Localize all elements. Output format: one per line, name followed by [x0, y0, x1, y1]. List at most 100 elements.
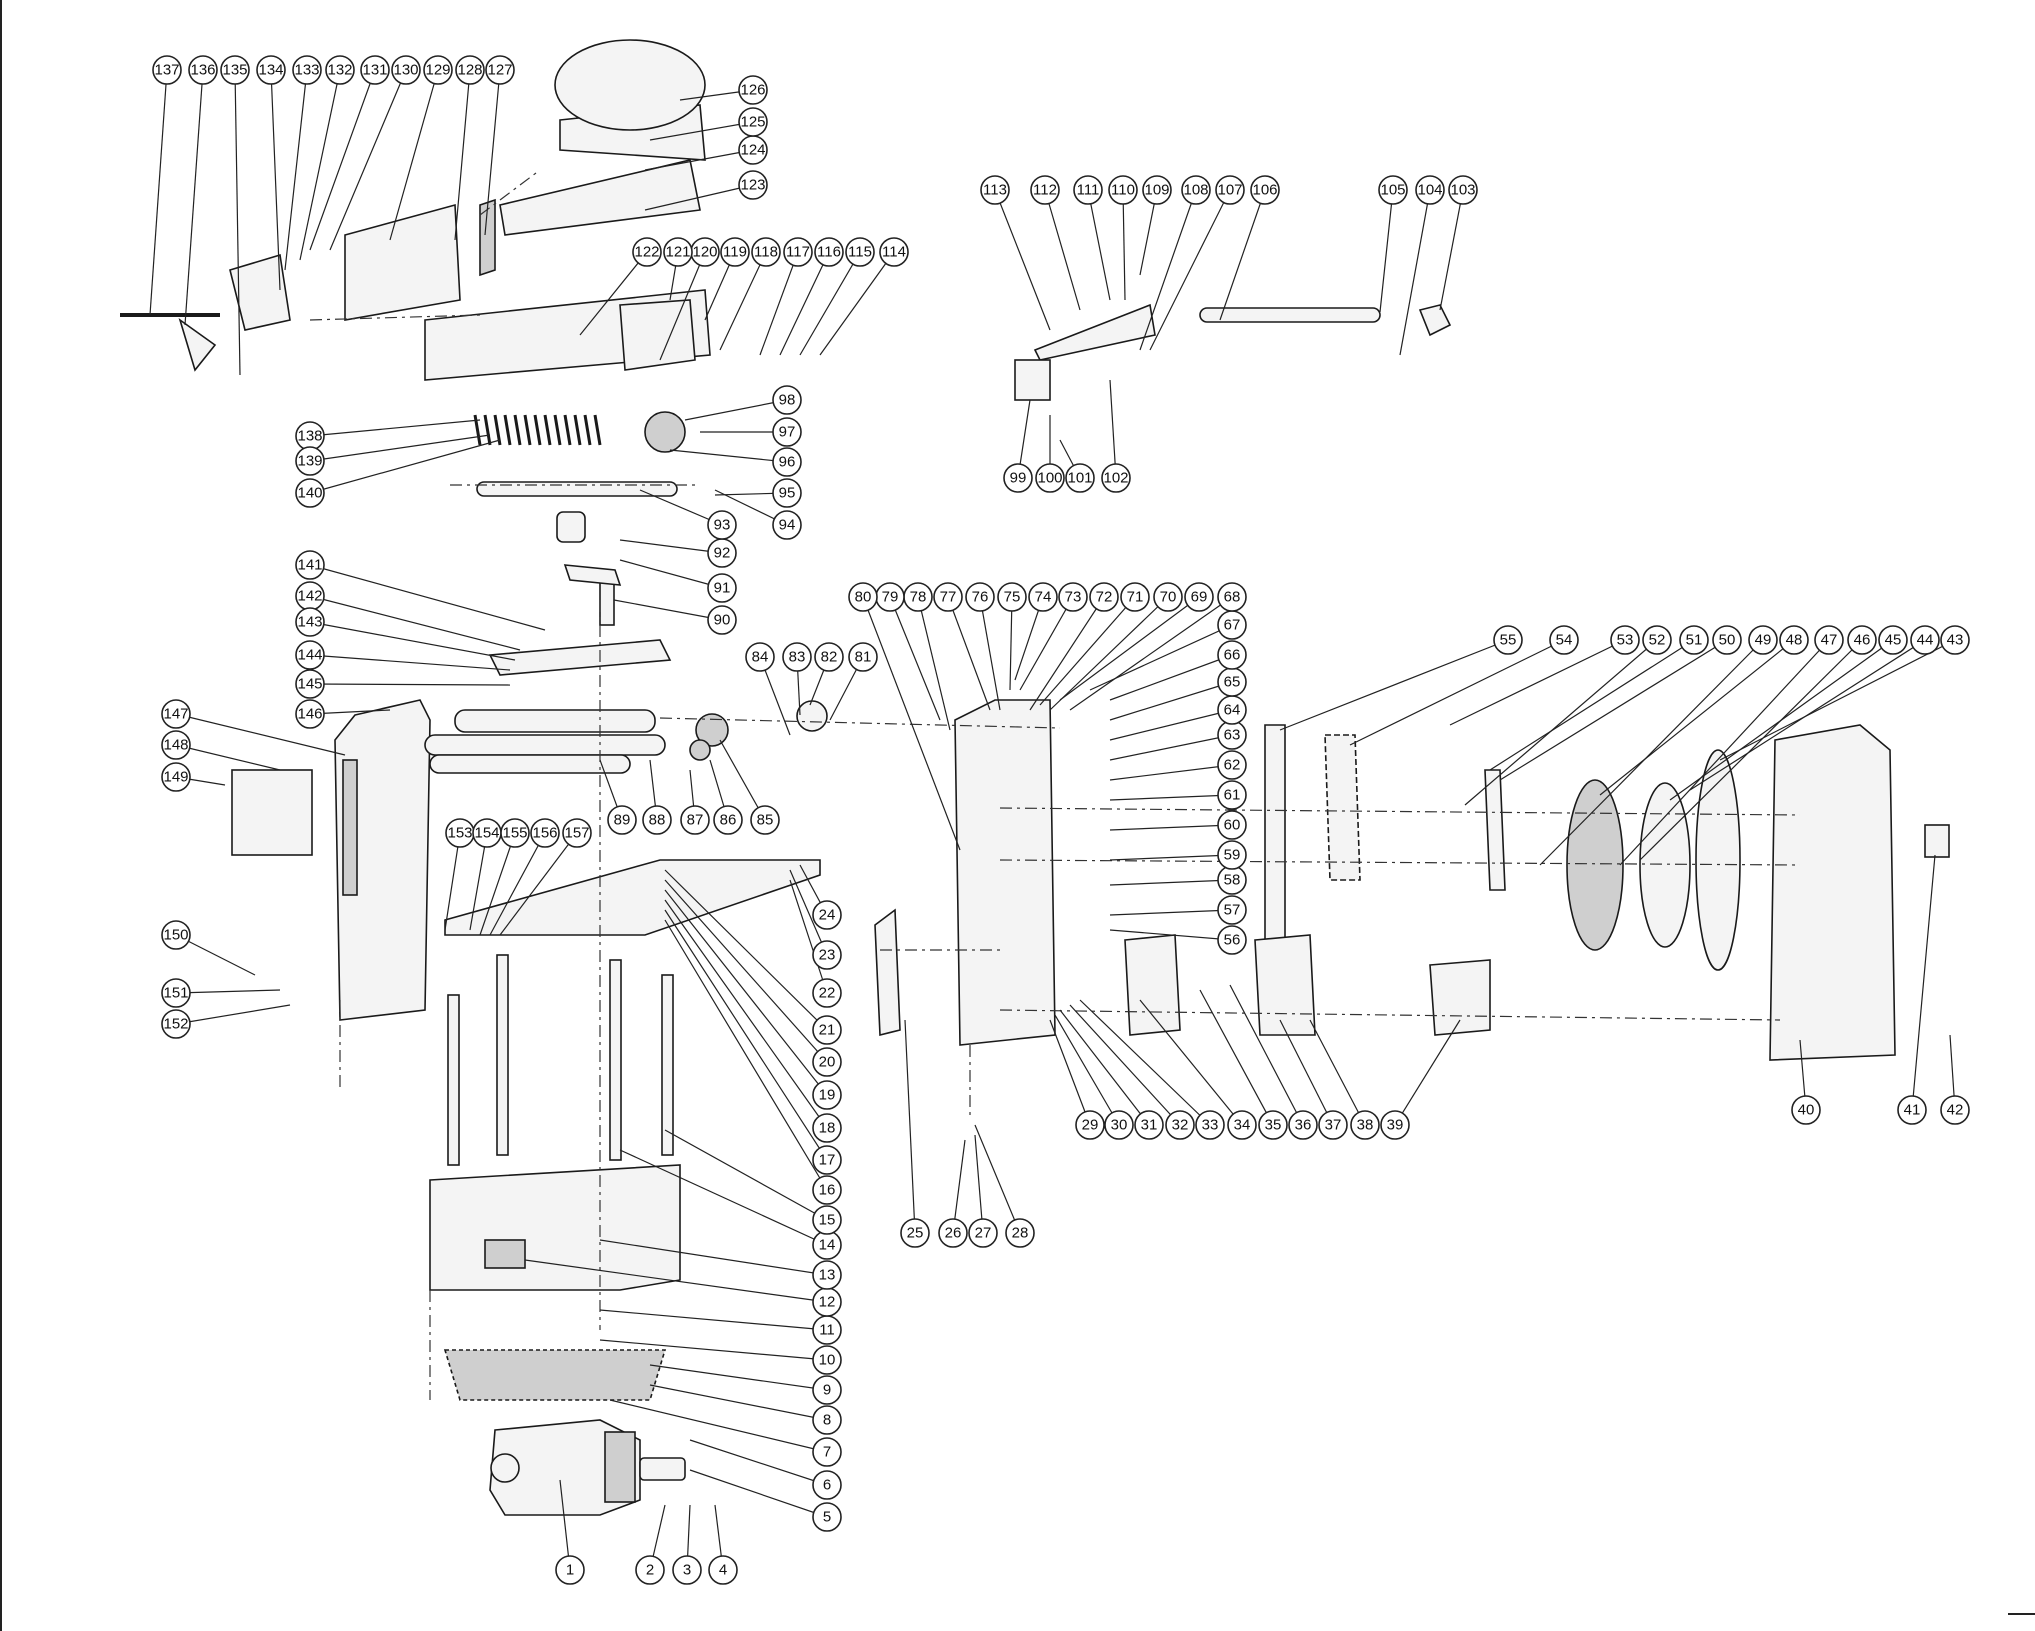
callout-number: 42: [1947, 1102, 1964, 1119]
callout-60: 60: [1217, 810, 1247, 840]
leader-line-105: [1379, 189, 1394, 313]
callout-122: 122: [632, 237, 662, 267]
callout-circle: [1910, 625, 1940, 655]
callout-152: 152: [161, 1009, 191, 1039]
callout-number: 31: [1141, 1117, 1158, 1134]
callout-number: 122: [634, 244, 659, 261]
leader-line-130: [329, 69, 407, 251]
callout-number: 12: [819, 1294, 836, 1311]
callout-circle: [848, 642, 878, 672]
callout-138: 138: [295, 421, 325, 451]
callout-circle: [295, 478, 325, 508]
leader-line-125: [649, 121, 754, 141]
callout-circle: [707, 605, 737, 635]
callout-circle: [161, 920, 191, 950]
callout-86: 86: [713, 805, 743, 835]
callout-circle: [161, 699, 191, 729]
callout-62: 62: [1217, 750, 1247, 780]
small-guard-part: [479, 198, 496, 277]
callout-circle: [1847, 625, 1877, 655]
leader-line-17: [664, 909, 828, 1161]
leader-line-15: [664, 1129, 828, 1221]
leader-line-103: [1439, 189, 1464, 311]
callout-number: 120: [692, 244, 717, 261]
callout-109: 109: [1142, 175, 1172, 205]
callout-number: 7: [823, 1444, 831, 1461]
callout-circle: [812, 1470, 842, 1500]
leader-line-28: [974, 1124, 1021, 1234]
callout-circle: [772, 385, 802, 415]
callout-circle: [1779, 625, 1809, 655]
callout-circle: [812, 1437, 842, 1467]
callout-circle: [812, 1345, 842, 1375]
callout-number: 124: [740, 142, 765, 159]
leader-line-60: [1109, 824, 1233, 831]
callout-number: 81: [855, 649, 872, 666]
callout-number: 139: [297, 453, 322, 470]
callout-circle: [672, 1555, 702, 1585]
leader-line-157: [499, 832, 578, 936]
callout-circle: [220, 55, 250, 85]
callout-77: 77: [933, 582, 963, 612]
callout-22: 22: [812, 978, 842, 1008]
callout-number: 70: [1160, 589, 1177, 606]
leader-line-27: [974, 1134, 984, 1234]
callout-26: 26: [938, 1218, 968, 1248]
guard-part: [344, 203, 461, 321]
callout-circle: [161, 1009, 191, 1039]
motor-mount-part: [1124, 934, 1181, 1036]
callout-55: 55: [1493, 625, 1523, 655]
callout-number: 59: [1224, 847, 1241, 864]
assembly-lines: [309, 169, 1801, 1400]
callout-126: 126: [738, 75, 768, 105]
leader-line-152: [175, 1004, 291, 1025]
leader-line-29: [1049, 1019, 1091, 1126]
side-cover-plate-part: [1264, 724, 1286, 946]
callout-number: 128: [457, 62, 482, 79]
leader-line-37: [1279, 1019, 1334, 1126]
callout-90: 90: [707, 605, 737, 635]
leader-line-134: [270, 69, 281, 291]
leader-line-46: [1639, 639, 1863, 861]
callout-number: 146: [297, 706, 322, 723]
leader-line-144: [309, 654, 511, 671]
callout-circle: [1104, 1110, 1134, 1140]
callout-number: 30: [1111, 1117, 1128, 1134]
callout-circle: [642, 805, 672, 835]
callout-95: 95: [772, 478, 802, 508]
callout-97: 97: [772, 417, 802, 447]
callout-circle: [812, 940, 842, 970]
callout-circle: [1058, 582, 1088, 612]
callout-number: 47: [1821, 632, 1838, 649]
callout-number: 61: [1224, 787, 1241, 804]
callout-108: 108: [1181, 175, 1211, 205]
callout-circle: [1181, 175, 1211, 205]
callout-number: 44: [1917, 632, 1934, 649]
callout-number: 123: [740, 177, 765, 194]
leader-line-57: [1109, 909, 1233, 916]
callout-number: 79: [882, 589, 899, 606]
leader-line-54: [1349, 639, 1565, 746]
callout-135: 135: [220, 55, 250, 85]
callout-5: 5: [812, 1502, 842, 1532]
callout-41: 41: [1897, 1095, 1927, 1125]
leader-line-141: [309, 564, 546, 631]
callout-number: 103: [1450, 182, 1475, 199]
callout-3: 3: [672, 1555, 702, 1585]
callout-circle: [562, 818, 592, 848]
callout-132: 132: [325, 55, 355, 85]
callout-circle: [295, 446, 325, 476]
callout-number: 82: [821, 649, 838, 666]
callout-number: 104: [1417, 182, 1442, 199]
leader-line-111: [1087, 189, 1111, 301]
callout-number: 127: [487, 62, 512, 79]
callout-65: 65: [1217, 667, 1247, 697]
callout-131: 131: [360, 55, 390, 85]
callout-number: 96: [779, 454, 796, 471]
callout-150: 150: [161, 920, 191, 950]
callout-88: 88: [642, 805, 672, 835]
callout-number: 35: [1265, 1117, 1282, 1134]
callout-32: 32: [1165, 1110, 1195, 1140]
callout-51: 51: [1679, 625, 1709, 655]
